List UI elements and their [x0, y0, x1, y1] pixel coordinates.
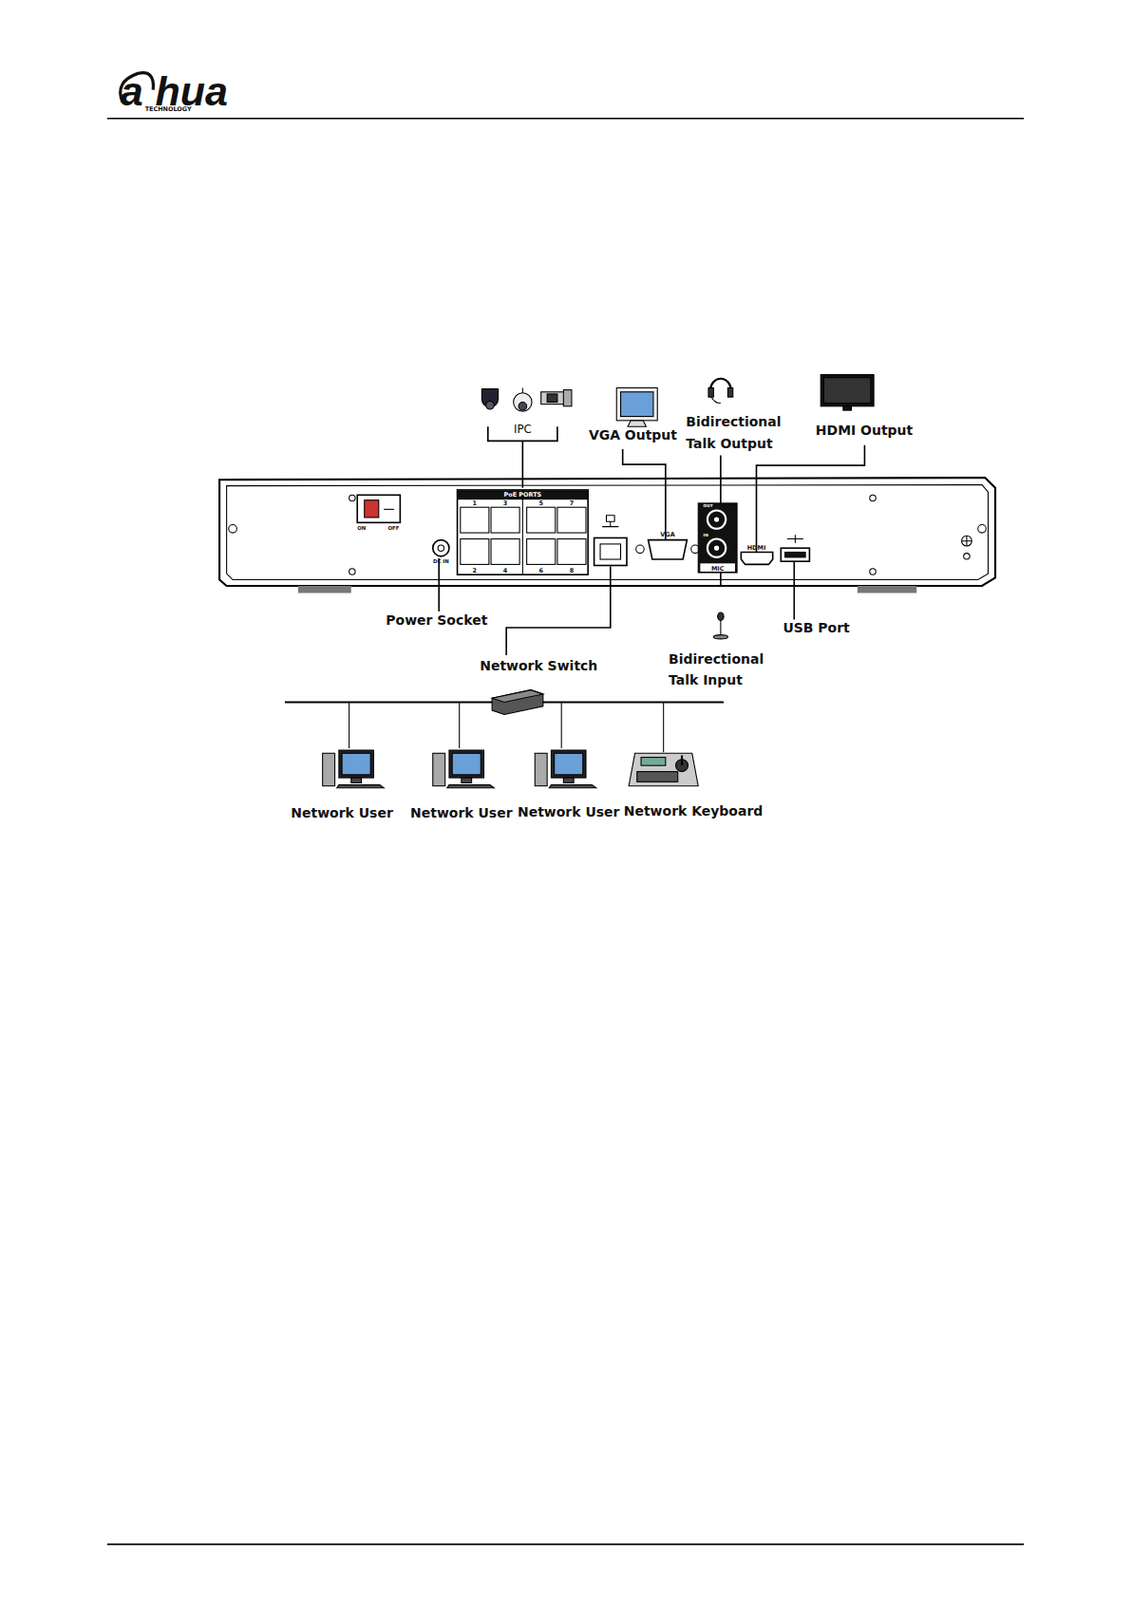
callout-label: Bidirectional Talk Input [668, 648, 796, 693]
panel-marking: VGA [660, 530, 675, 539]
callout-label: Network User [517, 804, 620, 821]
computer-icon [433, 750, 494, 789]
panel-marking: OFF [387, 524, 399, 531]
panel-marking: 8 [569, 566, 575, 575]
panel-marking: 3 [503, 499, 509, 508]
panel-marking: IN [703, 532, 709, 538]
panel-marking: MIC [711, 564, 725, 572]
panel-marking: ON [357, 524, 366, 531]
panel-marking: 7 [569, 499, 575, 508]
panel-marking: PoE PORTS [503, 490, 542, 499]
computer-icon [534, 750, 596, 789]
callout-label: HDMI Output [815, 422, 913, 439]
panel-marking: 4 [503, 566, 509, 575]
logo-text: a [120, 65, 144, 117]
panel-marking: HDMI [747, 544, 767, 552]
panel-marking: 2 [472, 566, 478, 575]
panel-marking: OUT [703, 503, 714, 509]
panel-marking: 5 [538, 499, 544, 508]
panel-marking: 6 [538, 566, 544, 575]
callout-label: USB Port [782, 621, 849, 638]
callout-label: IPC [513, 422, 532, 437]
panel-marking: 1 [472, 499, 478, 508]
callout-label: Network User [410, 805, 512, 822]
callout-label: Network Switch [479, 658, 598, 675]
computer-icon [322, 750, 384, 789]
callout-label: Bidirectional Talk Output [685, 411, 813, 455]
panel-marking: DC IN [433, 558, 450, 566]
callout-label: Network Keyboard [623, 803, 764, 820]
callout-label: Network User [290, 805, 393, 822]
callout-label: Power Socket [385, 612, 488, 629]
logo-text: TECHNOLOGY [145, 105, 192, 114]
callout-label: VGA Output [588, 427, 678, 444]
